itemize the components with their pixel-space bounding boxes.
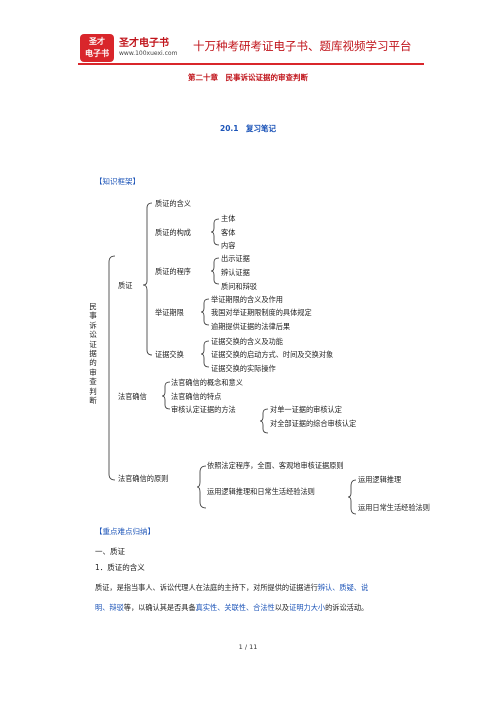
- key-points-label: 【重点难点归纳】: [95, 527, 155, 536]
- brand-url[interactable]: www.100xuexi.com: [119, 50, 178, 57]
- para-text-4: 的诉讼活动。: [325, 603, 369, 612]
- chengxu-bracket: [210, 257, 220, 285]
- queren-bracket: [161, 381, 171, 410]
- chapter-title: 第二十章 民事诉讼证据的审查判断: [188, 73, 308, 82]
- leaf-fangfa-1: 对单一证据的审核认定: [270, 405, 342, 414]
- node-queren-yuanze: 法官确信的原则: [118, 474, 169, 483]
- para-highlight-3: 真实性、关联性、合法性: [195, 603, 275, 612]
- heading-zhizheng: 一、质证: [95, 547, 125, 556]
- para-highlight-1: 辨认、质疑、说: [317, 583, 369, 592]
- heading-zhizheng-hanyi: 1．质证的含义: [95, 563, 145, 572]
- header-divider: [78, 63, 424, 65]
- node-shenhe-fangfa: 审核认定证据的方法: [171, 405, 236, 414]
- leaf-jiaohuan-3: 证据交换的实际操作: [211, 364, 276, 373]
- para-text-3: 以及: [274, 603, 290, 612]
- leaf-goucheng-1: 主体: [221, 214, 236, 223]
- leaf-chengxu-1: 出示证据: [221, 254, 250, 263]
- framework-label: 【知识框架】: [95, 177, 140, 186]
- zhizheng-bracket: [142, 202, 153, 356]
- leaf-jiaohuan-2: 证据交换的启动方式、时间及交换对象: [211, 350, 334, 359]
- root-bracket: [108, 255, 116, 481]
- node-yuanze-2: 运用逻辑推理和日常生活经验法则: [207, 487, 315, 496]
- leaf-yuanze-sub-1: 运用逻辑推理: [358, 475, 402, 484]
- leaf-queren-1: 法官确信的概念和意义: [171, 378, 243, 387]
- yuanze-bracket: [196, 465, 207, 509]
- node-zhizheng-goucheng: 质证的构成: [155, 228, 191, 237]
- leaf-jiaohuan-1: 证据交换的含义及功能: [211, 337, 283, 346]
- brand-name: 圣才电子书: [119, 38, 169, 49]
- logo-text-bottom: 电子书: [85, 49, 109, 58]
- page-number: 1 / 11: [238, 643, 258, 651]
- para-text-2: 等，以确认其是否具备: [123, 603, 196, 612]
- leaf-fangfa-2: 对全部证据的综合审核认定: [270, 419, 357, 428]
- node-zhizheng: 质证: [118, 281, 133, 290]
- para-text-1: 质证，是指当事人、诉讼代理人在法庭的主持下，对所提供的证据进行: [95, 583, 318, 592]
- leaf-qixian-2: 我国对举证期限制度的具体规定: [211, 308, 312, 317]
- tree-root-title: 民事诉讼证据的审查判断: [89, 302, 97, 406]
- leaf-chengxu-3: 质问和辩驳: [221, 282, 257, 291]
- luoji-bracket: [347, 479, 357, 515]
- leaf-qixian-1: 举证期限的含义及作用: [211, 295, 283, 304]
- leaf-yuanze-1: 依照法定程序，全面、客观地审核证据原则: [207, 461, 344, 470]
- leaf-yuanze-sub-2: 运用日常生活经验法则: [358, 503, 430, 512]
- leaf-chengxu-2: 辨认证据: [221, 268, 250, 277]
- node-faguan-queren: 法官确信: [118, 392, 147, 401]
- fangfa-bracket: [259, 408, 269, 434]
- para-highlight-2: 明、辩驳: [95, 603, 124, 612]
- logo-text-top: 圣才: [89, 37, 105, 46]
- section-title: 20.1 复习笔记: [219, 124, 276, 133]
- para-highlight-4: 证明力大小: [289, 603, 326, 612]
- node-zhengju-jiaohuan: 证据交换: [155, 350, 184, 359]
- leaf-qixian-3: 逾期提供证据的法律后果: [211, 322, 291, 331]
- node-zhizheng-hanyi: 质证的含义: [155, 199, 191, 208]
- goucheng-bracket: [210, 218, 220, 246]
- jiaohuan-bracket: [200, 340, 210, 368]
- brand-logo: 圣才 电子书: [80, 34, 114, 62]
- paragraph-definition: 质证，是指当事人、诉讼代理人在法庭的主持下，对所提供的证据进行辨认、质疑、说 明…: [95, 578, 415, 618]
- node-zhizheng-chengxu: 质证的程序: [155, 267, 191, 276]
- leaf-goucheng-3: 内容: [221, 241, 236, 250]
- header-slogan: 十万种考研考证电子书、题库视频学习平台: [193, 39, 412, 53]
- qixian-bracket: [200, 298, 210, 326]
- leaf-queren-2: 法官确信的特点: [171, 392, 222, 401]
- node-juzheng-qixian: 举证期限: [155, 308, 184, 317]
- leaf-goucheng-2: 客体: [221, 228, 236, 237]
